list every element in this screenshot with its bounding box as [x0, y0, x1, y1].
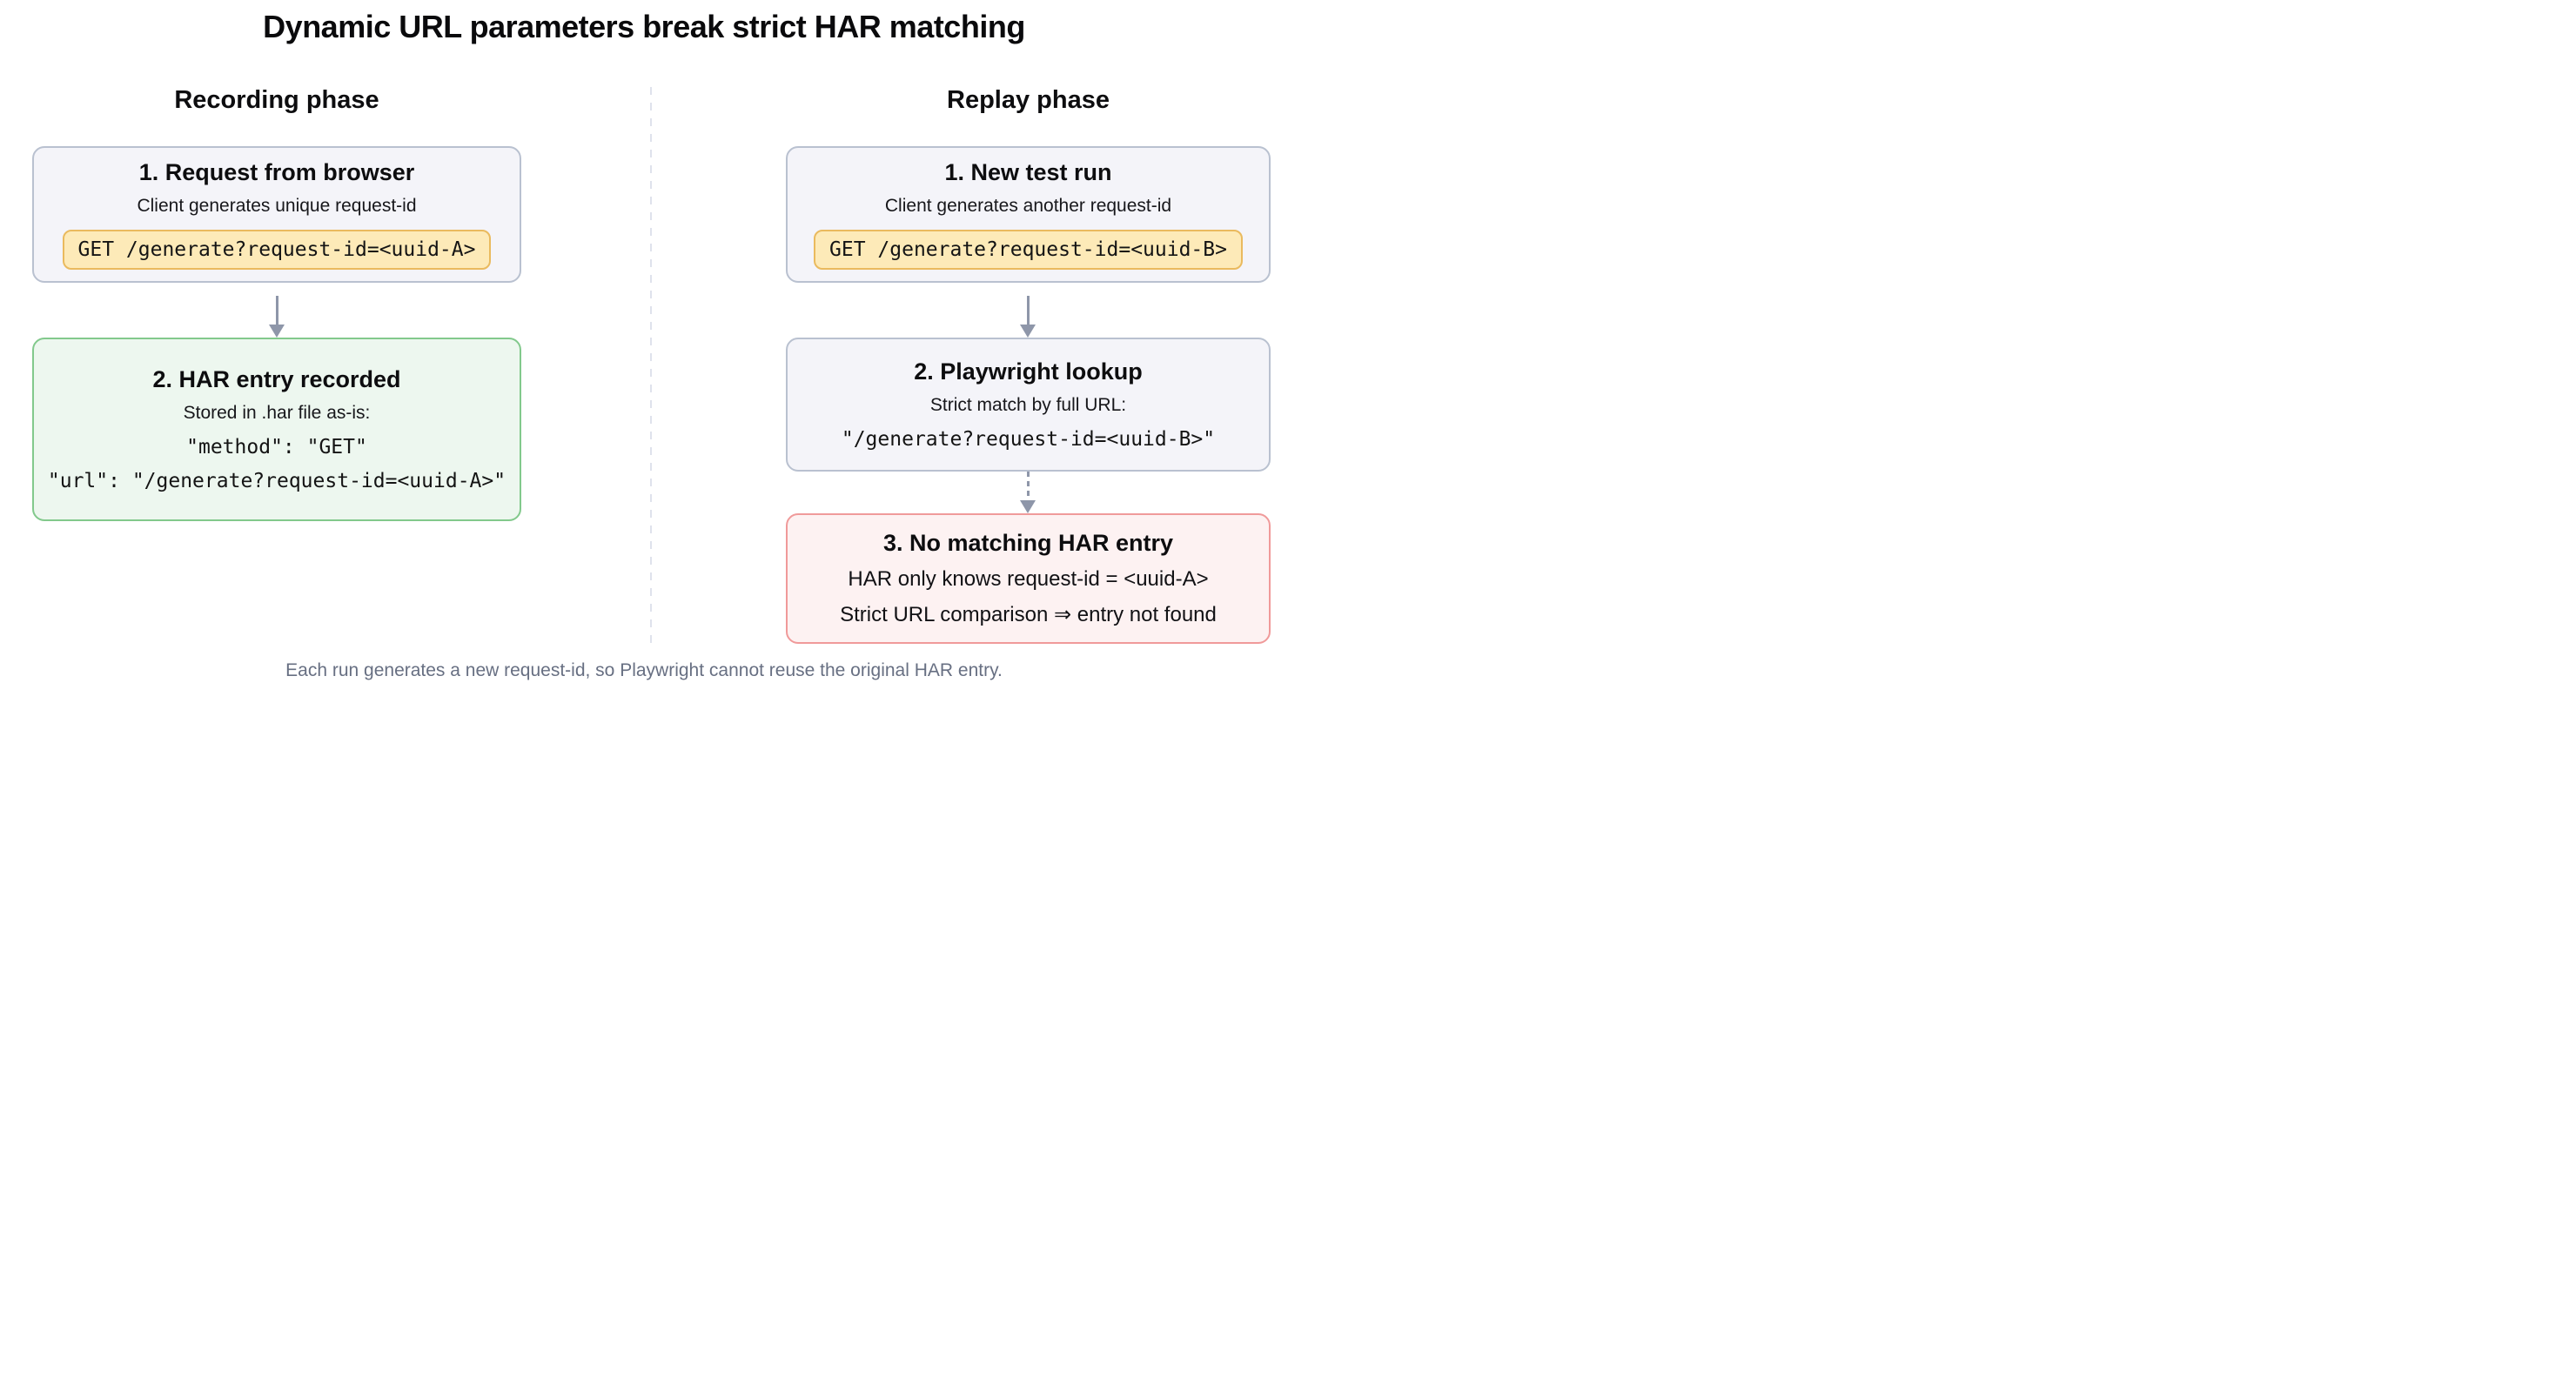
replay-step1-subtitle: Client generates another request-id: [884, 195, 1172, 216]
recording-step2-card: 2. HAR entry recorded Stored in .har fil…: [32, 338, 521, 521]
replay-step3-line2: Strict URL comparison ⇒ entry not found: [840, 602, 1217, 626]
recording-step1-card: 1. Request from browser Client generates…: [32, 146, 521, 283]
replay-step2-subtitle: Strict match by full URL:: [929, 395, 1127, 416]
footer-caption: Each run generates a new request-id, so …: [285, 660, 1003, 680]
replay-step1-card: 1. New test run Client generates another…: [786, 146, 1271, 283]
arrow-down-dashed-icon: [1020, 472, 1036, 513]
recording-step2-title: 2. HAR entry recorded: [152, 366, 401, 393]
arrow-stem: [1026, 296, 1030, 325]
arrow-stem: [275, 296, 278, 325]
page-title: Dynamic URL parameters break strict HAR …: [263, 9, 1025, 44]
replay-phase-header: Replay phase: [947, 86, 1110, 114]
recording-phase-header: Recording phase: [174, 86, 379, 114]
replay-step3-card: 3. No matching HAR entry HAR only knows …: [786, 513, 1271, 644]
replay-step3-title: 3. No matching HAR entry: [882, 529, 1174, 556]
replay-step3-line1: HAR only knows request-id = <uuid-A>: [848, 566, 1209, 591]
arrow-head: [1020, 500, 1036, 513]
replay-step2-card: 2. Playwright lookup Strict match by ful…: [786, 338, 1271, 472]
diagram-canvas: Dynamic URL parameters break strict HAR …: [0, 0, 1288, 700]
phase-divider-dashed-line: [650, 87, 652, 648]
arrow-down-recording-icon: [269, 296, 285, 338]
recording-step1-request-code: GET /generate?request-id=<uuid-A>: [62, 230, 492, 271]
replay-step1-title: 1. New test run: [944, 158, 1112, 185]
replay-step2-title: 2. Playwright lookup: [914, 358, 1143, 385]
arrow-down-replay-icon: [1020, 296, 1036, 338]
arrow-head: [269, 325, 285, 338]
replay-step1-request-code: GET /generate?request-id=<uuid-B>: [814, 230, 1243, 271]
har-url-line: "url": "/generate?request-id=<uuid-A>": [47, 469, 506, 492]
arrow-stem-dashed: [1026, 472, 1030, 500]
arrow-head: [1020, 325, 1036, 338]
recording-step1-title: 1. Request from browser: [138, 158, 415, 185]
lookup-url-line: "/generate?request-id=<uuid-B>": [841, 427, 1216, 451]
recording-step1-subtitle: Client generates unique request-id: [137, 195, 417, 216]
har-method-line: "method": "GET": [186, 435, 367, 459]
recording-step2-subtitle: Stored in .har file as-is:: [183, 403, 371, 424]
